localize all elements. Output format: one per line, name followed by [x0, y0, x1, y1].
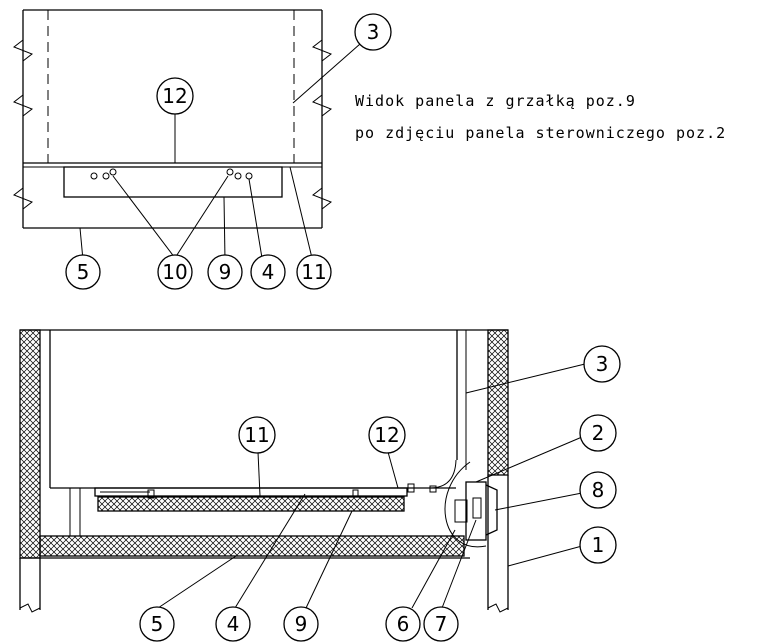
section-label-1: 1 — [592, 533, 605, 557]
section-label-7: 7 — [435, 612, 448, 636]
section-label-11: 11 — [244, 423, 269, 447]
right-insulation — [487, 329, 509, 476]
screw-group-right — [226, 168, 253, 180]
section-label-6: 6 — [397, 612, 410, 636]
top-label-12: 12 — [162, 84, 187, 108]
section-label-12: 12 — [374, 423, 399, 447]
top-label-10: 10 — [162, 260, 187, 284]
section-label-8: 8 — [592, 478, 605, 502]
left-insulation — [19, 329, 41, 559]
control-panel — [465, 481, 487, 541]
section-label-2: 2 — [592, 421, 605, 445]
top-label-5: 5 — [77, 260, 90, 284]
note-line-2: po zdjęciu panela sterowniczego poz.2 — [355, 124, 726, 142]
top-label-3: 3 — [367, 20, 380, 44]
screw-group-left — [90, 168, 117, 180]
heater-rail — [94, 487, 408, 497]
section-label-4: 4 — [227, 612, 240, 636]
section-label-9: 9 — [295, 612, 308, 636]
heater-panel — [97, 496, 405, 512]
top-label-4: 4 — [262, 260, 275, 284]
section-view: 3 2 8 1 11 12 5 4 9 6 7 — [19, 329, 621, 642]
section-label-3: 3 — [596, 352, 609, 376]
section-label-5: 5 — [151, 612, 164, 636]
top-view: 12 3 5 10 9 4 11 — [12, 9, 392, 290]
bottom-insulation — [39, 535, 465, 557]
heater-panel-top — [63, 166, 283, 198]
note-line-1: Widok panela z grzałką poz.9 — [355, 92, 636, 110]
top-label-9: 9 — [219, 260, 232, 284]
top-label-11: 11 — [301, 260, 326, 284]
